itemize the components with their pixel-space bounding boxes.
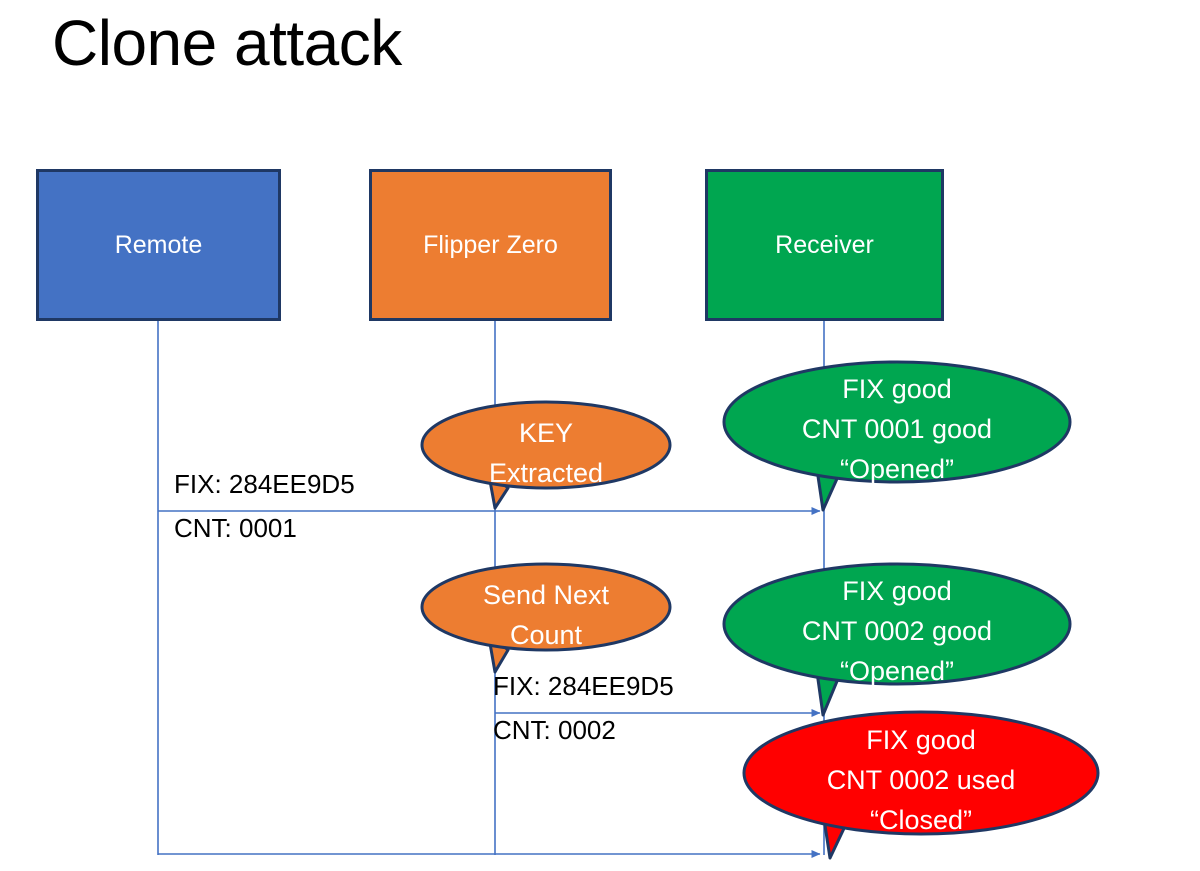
actor-label-remote: Remote <box>114 231 203 259</box>
page-title: Clone attack <box>52 7 402 79</box>
callout-receiver-ok-0001[interactable]: FIX good CNT 0001 good “Opened” <box>722 360 1072 512</box>
message-label-1-line1: FIX: 284EE9D5 <box>174 469 355 499</box>
callout-receiver-ok-0002[interactable]: FIX good CNT 0002 good “Opened” <box>722 562 1072 718</box>
message-label-2-line2: CNT: 0002 <box>493 715 616 745</box>
actor-label-flipper: Flipper Zero <box>423 231 558 259</box>
actor-box-remote[interactable]: Remote <box>36 169 281 321</box>
callout-send-next-count[interactable]: Send Next Count <box>420 562 672 674</box>
message-label-2-line1: FIX: 284EE9D5 <box>493 671 674 701</box>
callout-receiver-reject-0002[interactable]: FIX good CNT 0002 used “Closed” <box>742 710 1100 860</box>
actor-box-receiver[interactable]: Receiver <box>705 169 944 321</box>
actor-label-receiver: Receiver <box>775 231 874 259</box>
message-label-1-line2: CNT: 0001 <box>174 513 297 543</box>
actor-box-flipper[interactable]: Flipper Zero <box>369 169 612 321</box>
callout-key-extracted[interactable]: KEY Extracted <box>420 400 672 512</box>
